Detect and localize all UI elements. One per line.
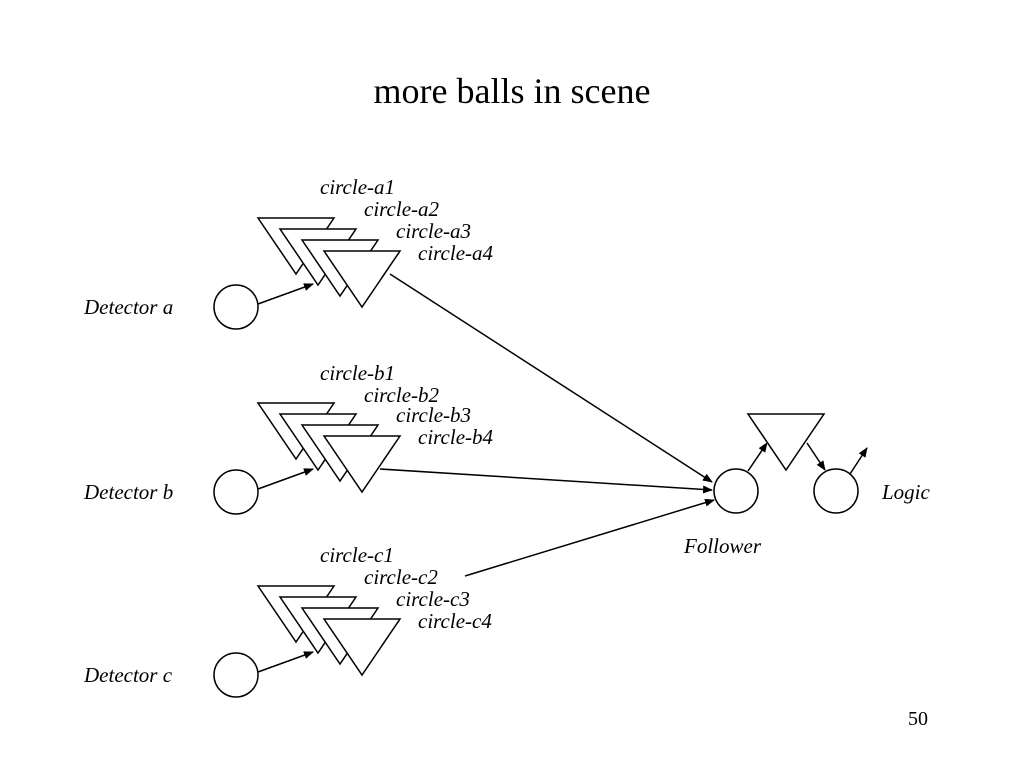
logic-label: Logic [881, 480, 931, 504]
follower-logic-group: Follower Logic [683, 413, 931, 558]
circle-label-b4: circle-b4 [418, 425, 494, 449]
detector-b-arrow [257, 468, 314, 490]
circle-unit-triangle-c4 [322, 618, 402, 677]
logic-unit-to-logic-arrow [806, 442, 826, 471]
follower-to-logic-unit-arrow [747, 442, 768, 472]
detector-node-c [213, 652, 259, 698]
circle-label-c4: circle-c4 [418, 609, 492, 633]
follower-label: Follower [683, 534, 762, 558]
detector-label-a: Detector a [83, 295, 173, 319]
detector-label-c: Detector c [83, 663, 173, 687]
circle-label-b3: circle-b3 [396, 403, 471, 427]
circle-unit-triangle-b4 [322, 435, 402, 494]
detector-group-b: Detector b circle-b1 circle-b2 circle-b3… [83, 361, 494, 515]
detector-label-b: Detector b [83, 480, 173, 504]
circle-label-c3: circle-c3 [396, 587, 470, 611]
detector-group-c: Detector c circle-c1 circle-c2 circle-c3… [83, 543, 492, 698]
circle-label-a1: circle-a1 [320, 175, 395, 199]
slide-title: more balls in scene [373, 71, 651, 111]
connection-c-to-follower [464, 498, 715, 577]
page-number: 50 [908, 708, 928, 730]
detector-c-arrow [257, 651, 314, 673]
detector-a-arrow [257, 283, 314, 305]
detector-group-a: Detector a circle-a1 circle-a2 circle-a3… [83, 175, 494, 330]
follower-node [713, 468, 759, 514]
circle-label-a4: circle-a4 [418, 241, 494, 265]
logic-node [813, 468, 859, 514]
detector-node-a [213, 284, 259, 330]
logic-output-arrow [849, 447, 868, 475]
circle-label-c2: circle-c2 [364, 565, 438, 589]
circle-label-b1: circle-b1 [320, 361, 395, 385]
logic-unit-triangle [746, 413, 826, 472]
detector-node-b [213, 469, 259, 515]
circle-label-b2: circle-b2 [364, 383, 440, 407]
connection-a-to-follower [389, 273, 713, 483]
circle-unit-triangle-a4 [322, 250, 402, 309]
circle-label-a3: circle-a3 [396, 219, 471, 243]
connection-b-to-follower [379, 468, 713, 494]
circle-label-c1: circle-c1 [320, 543, 394, 567]
circle-label-a2: circle-a2 [364, 197, 440, 221]
